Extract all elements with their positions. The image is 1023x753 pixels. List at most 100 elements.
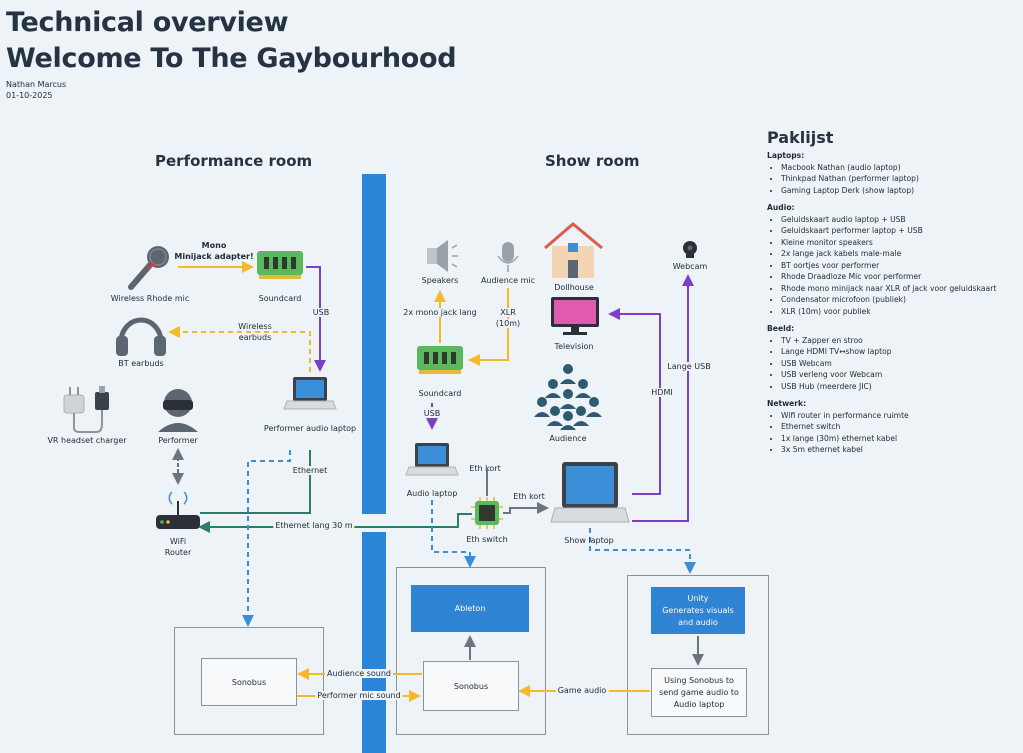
paklijst-item: BT oortjes voor performer [781,260,1017,272]
ethernet-long-label: Ethernet lang 30 m [273,521,355,530]
paklijst-item: Macbook Nathan (audio laptop) [781,162,1017,174]
paklijst-item: Condensator microfoon (publiek) [781,294,1017,306]
earbuds-label: BT earbuds [118,359,164,368]
performer-laptop-icon [283,377,337,410]
paklijst-item: USB Webcam [781,358,1017,370]
jack-label: 2x mono jack lang [401,308,479,317]
show-laptop-label: Show laptop [564,536,614,545]
paklijst-item: Rhode mono minijack naar XLR of jack voo… [781,283,1017,295]
lange-usb-label: Lange USB [665,362,713,371]
soundcard-icon [257,251,303,279]
sonobus-performer-box: Sonobus [201,658,297,706]
audience-sound-label: Audience sound [325,669,393,678]
paklijst-title: Paklijst [767,128,834,147]
paklijst-item: Geluidskaart audio laptop + USB [781,214,1017,226]
performer-mic-sound-label: Performer mic sound [315,691,403,700]
paklijst-list: Laptops: Macbook Nathan (audio laptop) T… [767,150,1017,456]
eth-kort-label-1: Eth kort [469,464,501,473]
title-line-2: Welcome To The Gaybourhood [6,43,457,74]
show-room-title: Show room [545,152,640,170]
game-audio-label: Game audio [555,686,609,695]
audio-laptop-label: Audio laptop [406,489,458,498]
sonobus-show-line-2: send game audio to [659,687,739,697]
eth-kort-label-2: Eth kort [513,492,545,501]
paklijst-item: 3x 5m ethernet kabel [781,444,1017,456]
router-label-2: Router [164,548,192,557]
show-soundcard-label: Soundcard [418,389,462,398]
mic-label: Wireless Rhode mic [110,294,190,303]
unity-line-2: Generates visuals [662,605,734,615]
wall-top [362,174,386,514]
sonobus-show-box: Using Sonobus to send game audio to Audi… [651,668,747,717]
speakers-label: Speakers [421,276,459,285]
speaker-icon [427,240,458,272]
headphones-icon [116,317,166,356]
paklijst-item: Geluidskaart performer laptop + USB [781,225,1017,237]
show-soundcard-icon [417,346,463,374]
unity-line-3: and audio [678,617,718,627]
xlr-label-2: (10m) [493,319,523,328]
adapter-note-1: Mono [201,241,227,250]
paklijst-item: Thinkpad Nathan (performer laptop) [781,173,1017,185]
sonobus-show-line-3: Audio laptop [673,699,725,709]
date: 01-10-2025 [6,91,53,100]
audience-mic-label: Audience mic [480,276,536,285]
paklijst-item: USB Hub (meerdere JIC) [781,381,1017,393]
paklijst-item: 1x lange (30m) ethernet kabel [781,433,1017,445]
unity-line-1: Unity [687,593,709,603]
author: Nathan Marcus [6,80,67,89]
perf-soundcard-label: Soundcard [258,294,302,303]
dollhouse-icon [544,222,603,278]
paklijst-item: Kleine monitor speakers [781,237,1017,249]
paklijst-item: USB verleng voor Webcam [781,369,1017,381]
paklijst-item: Wifi router in performance ruimte [781,410,1017,422]
audience-icon [534,364,602,430]
eth-switch-icon [471,497,503,529]
perf-usb-label: USB [310,308,332,317]
unity-box: Unity Generates visuals and audio [651,587,745,634]
webcam-label: Webcam [672,262,708,271]
ethernet-label: Ethernet [290,466,330,475]
performance-room-title: Performance room [155,152,313,170]
wireless-label-1: Wireless [236,322,274,331]
microphone-icon [128,246,169,290]
paklijst-heading-beeld: Beeld: [767,324,795,333]
ableton-box: Ableton [411,585,529,632]
charger-label: VR headset charger [47,436,127,445]
television-icon [551,297,599,335]
paklijst-item: Gaming Laptop Derk (show laptop) [781,185,1017,197]
show-laptop-icon [550,462,630,523]
paklijst-item: XLR (10m) voor publiek [781,306,1017,318]
sonobus-audio-box: Sonobus [423,661,519,711]
adapter-note-2: Minijack adapter! [174,252,254,261]
audience-mic-icon [497,242,519,272]
wall-bottom [362,532,386,753]
performer-laptop-label: Performer audio laptop [263,424,357,433]
vr-performer-icon [158,389,198,432]
paklijst-item: TV + Zapper en stroo [781,335,1017,347]
audience-label: Audience [549,434,587,443]
paklijst-item: Ethernet switch [781,421,1017,433]
sonobus-show-line-1: Using Sonobus to [664,675,734,685]
show-usb-label: USB [421,409,443,418]
eth-switch-label: Eth switch [466,535,508,544]
charger-icon [63,386,109,433]
router-label-1: WiFi [169,537,187,546]
paklijst-heading-netwerk: Netwerk: [767,399,807,408]
title-line-1: Technical overview [6,7,289,38]
webcam-icon [683,241,697,258]
paklijst-heading-audio: Audio: [767,203,795,212]
wireless-label-2: earbuds [236,333,274,342]
television-label: Television [554,342,594,351]
paklijst-heading-laptops: Laptops: [767,151,805,160]
dollhouse-label: Dollhouse [554,283,594,292]
audio-laptop-icon [405,443,459,476]
router-icon [156,491,200,529]
paklijst-item: Lange HDMI TV↔show laptop [781,346,1017,358]
xlr-label-1: XLR [498,308,518,317]
performer-label: Performer [158,436,198,445]
hdmi-label: HDMI [649,388,675,397]
paklijst-item: Rhode Draadloze Mic voor performer [781,271,1017,283]
paklijst-item: 2x lange jack kabels male-male [781,248,1017,260]
